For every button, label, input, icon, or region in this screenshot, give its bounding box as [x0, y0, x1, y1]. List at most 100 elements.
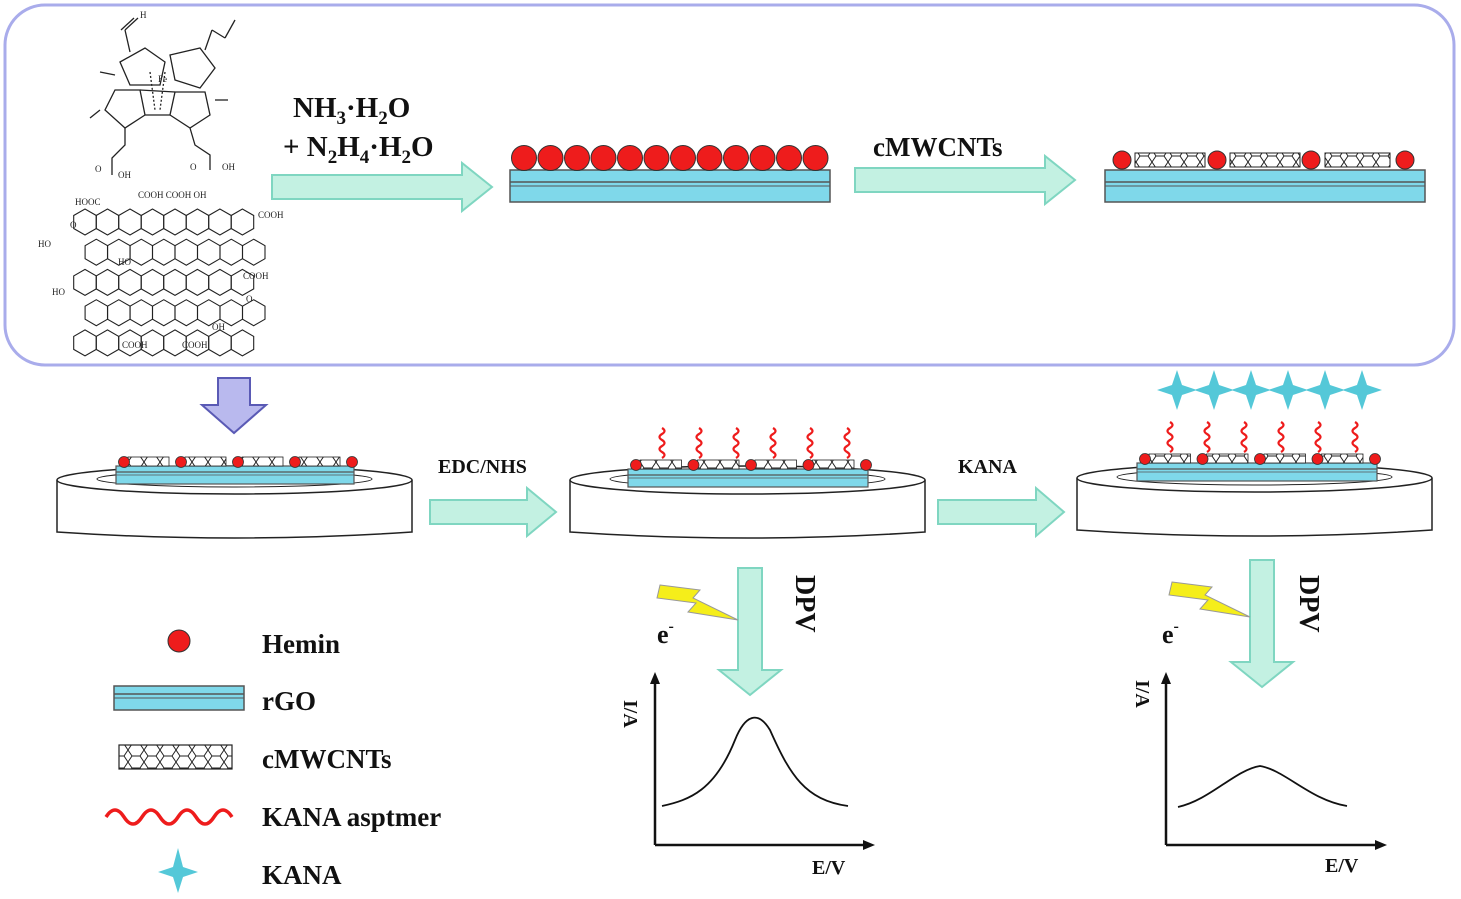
oh-label-2: OH [222, 162, 235, 172]
hemin-particle [749, 145, 776, 171]
label-dpv-right: DPV [1293, 575, 1324, 633]
hemin-particle [564, 145, 590, 171]
legend-kana-icon [158, 848, 198, 893]
dpv-plot-low [1161, 672, 1387, 850]
hemin-particle [860, 459, 872, 471]
go-hooc-label: HOOC [75, 197, 101, 207]
hemin-particle [1196, 453, 1209, 465]
arrow-reduction [271, 160, 494, 214]
aptamer-strand [732, 427, 740, 459]
reagent-line-1: NH3·H2O [293, 92, 410, 129]
aptamer-strand [843, 427, 851, 459]
aptamer-strand [695, 427, 703, 459]
hemin-particle [687, 459, 700, 471]
hemin-particle [511, 145, 537, 171]
arrow-cmwcnts [854, 153, 1077, 207]
hemin-particle [630, 459, 642, 471]
hemin-rgo-sheet [509, 145, 831, 203]
hemin-particle [670, 145, 696, 171]
aptamer-strand [1203, 421, 1211, 453]
hemin-particle [175, 456, 187, 468]
electron-label-right: e- [1162, 618, 1179, 649]
electrode-aptamer [569, 427, 926, 539]
electrode-kana-bound [1076, 421, 1433, 537]
hemin-rgo-cmwcnts-sheet [1104, 150, 1426, 203]
label-dpv-left: DPV [789, 575, 820, 633]
lightning-icon [1168, 581, 1251, 618]
hemin-particle [745, 459, 757, 471]
hemin-particle [232, 456, 244, 468]
aldehyde-h-label: H [140, 10, 147, 20]
o-label-1: O [95, 164, 102, 174]
legend-hemin-label: Hemin [262, 629, 340, 659]
go-ho-mid-label: HO [118, 257, 131, 267]
fe-label: Fe [158, 74, 167, 84]
hemin-particle [617, 145, 643, 171]
go-ho-lower-label: HO [52, 287, 65, 297]
kana-molecule-icon [1194, 370, 1234, 410]
graphene-oxide-molecule [73, 208, 266, 357]
aptamer-strand [1277, 421, 1285, 453]
arrow-dpv-right [1228, 559, 1296, 689]
go-oh-right-label: OH [212, 322, 225, 332]
aptamer-strand [1314, 421, 1322, 453]
kana-row [1157, 370, 1382, 410]
legend-rgo-label: rGO [262, 686, 316, 716]
plot-left-xlabel: E/V [812, 857, 846, 879]
hemin-particle [346, 456, 358, 468]
legend-rgo-icon [113, 685, 245, 711]
hemin-particle [289, 456, 301, 468]
hemin-particle [643, 145, 670, 171]
go-o-right-label: O [246, 294, 253, 304]
legend-aptamer-label: KANA asptmer [262, 802, 441, 832]
label-kana-step: KANA [958, 456, 1017, 478]
electron-label-left: e- [657, 618, 674, 649]
aptamer-strand [1166, 421, 1174, 453]
go-cooh-bottom-1-label: COOH [122, 340, 148, 350]
legend-kana-label: KANA [262, 860, 342, 890]
kana-molecule-icon [1342, 370, 1382, 410]
legend-cmwcnts-label: cMWCNTs [262, 744, 392, 774]
go-cooh-mid-right-label: COOH [243, 271, 269, 281]
o-label-2: O [190, 162, 197, 172]
hemin-particle [1139, 453, 1151, 465]
aptamer-strand [658, 427, 666, 459]
label-cmwcnts-step: cMWCNTs [873, 132, 1003, 162]
hemin-particle [1369, 453, 1381, 465]
oh-label-1: OH [118, 170, 131, 180]
hemin-particle [802, 145, 829, 171]
go-cooh-bottom-2-label: COOH [182, 340, 208, 350]
legend-hemin-icon [167, 629, 191, 653]
hemin-particle [118, 456, 130, 468]
hemin-particle [696, 145, 723, 171]
kana-molecule-icon [1268, 370, 1308, 410]
go-ho-left-label: HO [38, 239, 51, 249]
kana-molecule-icon [1157, 370, 1197, 410]
hemin-particle [723, 145, 749, 171]
label-edc-nhs: EDC/NHS [438, 456, 527, 478]
hemin-particle [1254, 453, 1266, 465]
arrow-kana [937, 485, 1066, 539]
plot-right-xlabel: E/V [1325, 855, 1359, 877]
go-o-left-label: O [70, 220, 77, 230]
reagent-line-2: + N2H4·H2O [283, 131, 434, 168]
lightning-icon [656, 584, 739, 621]
arrow-edc-nhs [429, 485, 558, 539]
hemin-particle [802, 459, 815, 471]
aptamer-strand [806, 427, 814, 459]
electrode-modified [56, 456, 413, 539]
arrow-down-to-electrode [199, 377, 269, 435]
legend: Hemin rGO cMWCNTs KANA asptmer KANA [104, 629, 441, 893]
aptamer-strand [1240, 421, 1248, 453]
aptamer-strand [769, 427, 777, 459]
hemin-particle [776, 145, 802, 171]
process-box [3, 3, 1456, 367]
kana-molecule-icon [1231, 370, 1271, 410]
plot-left-ylabel: I/A [619, 700, 641, 728]
hemin-particle [1311, 453, 1324, 465]
plot-right-ylabel: I/A [1131, 680, 1153, 708]
go-cooh-right-label: COOH [258, 210, 284, 220]
hemin-molecule [89, 17, 236, 175]
legend-aptamer-icon [104, 808, 234, 826]
